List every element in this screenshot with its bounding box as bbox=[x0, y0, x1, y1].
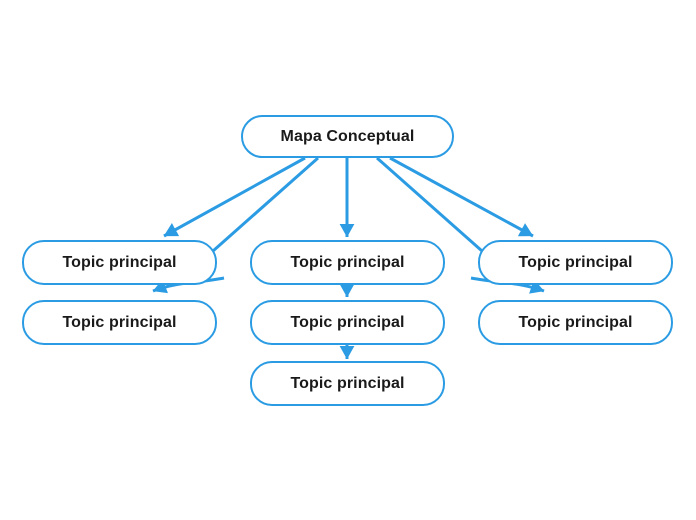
topic-node-left-1[interactable]: Topic principal bbox=[22, 240, 217, 285]
topic-node-center-1[interactable]: Topic principal bbox=[250, 240, 445, 285]
root-topic-node[interactable]: Mapa Conceptual bbox=[241, 115, 454, 158]
topic-node-center-2[interactable]: Topic principal bbox=[250, 300, 445, 345]
topic-node-right-1[interactable]: Topic principal bbox=[478, 240, 673, 285]
connector-root-to-right2-upper bbox=[376, 156, 483, 253]
connector-root-to-right1 bbox=[389, 156, 534, 238]
topic-label: Topic principal bbox=[62, 313, 177, 331]
topic-label: Topic principal bbox=[518, 313, 633, 331]
topic-node-center-3[interactable]: Topic principal bbox=[250, 361, 445, 406]
topic-label: Topic principal bbox=[290, 253, 405, 271]
connector-root-to-left2-upper bbox=[212, 156, 319, 253]
topic-node-right-2[interactable]: Topic principal bbox=[478, 300, 673, 345]
topic-label: Topic principal bbox=[290, 313, 405, 331]
topic-label: Topic principal bbox=[62, 253, 177, 271]
connector-root-to-left1 bbox=[163, 156, 306, 238]
topic-label: Topic principal bbox=[518, 253, 633, 271]
topic-label: Topic principal bbox=[290, 374, 405, 392]
root-topic-label: Mapa Conceptual bbox=[280, 127, 415, 145]
topic-node-left-2[interactable]: Topic principal bbox=[22, 300, 217, 345]
